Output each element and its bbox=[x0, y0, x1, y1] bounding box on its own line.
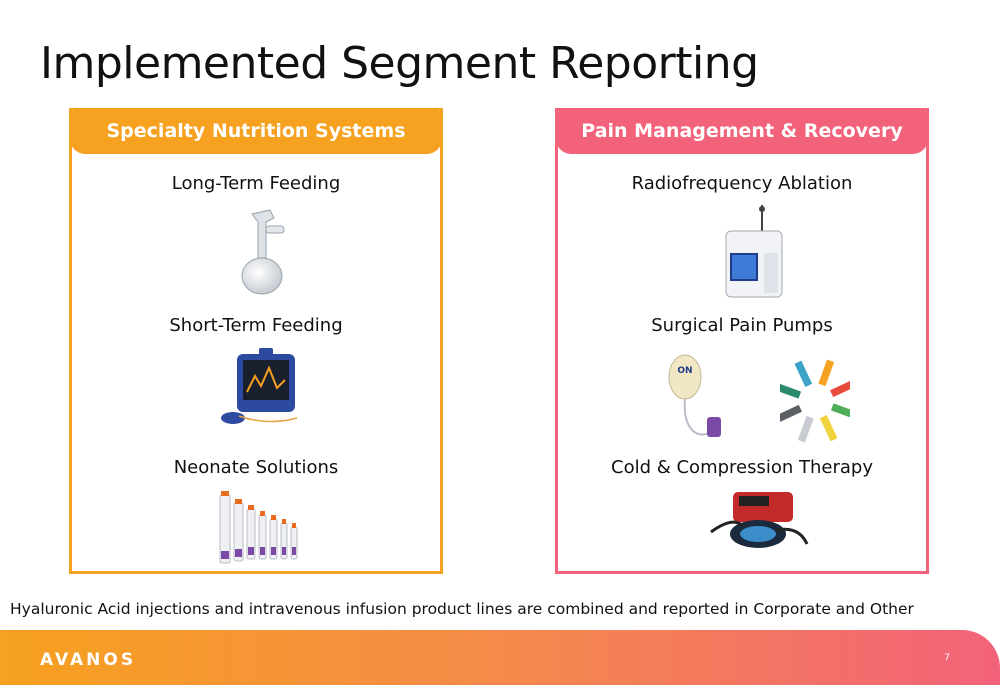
segment-panel-nutrition: Specialty Nutrition Systems Long-Term Fe… bbox=[69, 108, 443, 574]
svg-text:ON: ON bbox=[677, 366, 692, 376]
page-number: 7 bbox=[944, 653, 950, 663]
item-long-term-feeding: Long-Term Feeding bbox=[171, 173, 341, 194]
item-neonate-solutions: Neonate Solutions bbox=[173, 457, 339, 478]
item-cold-compression-therapy: Cold & Compression Therapy bbox=[611, 457, 873, 478]
page-title: Implemented Segment Reporting bbox=[40, 38, 759, 89]
item-short-term-feeding: Short-Term Feeding bbox=[169, 315, 343, 336]
wraps-icon bbox=[780, 358, 850, 444]
item-surgical-pain-pumps: Surgical Pain Pumps bbox=[651, 315, 833, 336]
company-logo: AVANOS bbox=[40, 650, 137, 670]
syringes-icon bbox=[219, 491, 298, 564]
segment-title-nutrition: Specialty Nutrition Systems bbox=[69, 108, 443, 154]
segment-title-pain: Pain Management & Recovery bbox=[555, 108, 929, 154]
item-radiofrequency-ablation: Radiofrequency Ablation bbox=[631, 173, 853, 194]
monitor-device-icon bbox=[221, 348, 298, 424]
footnote: Hyaluronic Acid injections and intraveno… bbox=[10, 600, 914, 618]
segment-panel-pain: Pain Management & Recovery Radiofrequenc… bbox=[555, 108, 929, 574]
pain-pump-icon: ON bbox=[668, 354, 721, 437]
feeding-tube-icon bbox=[241, 209, 285, 295]
rf-generator-icon bbox=[725, 205, 783, 298]
compression-unit-icon bbox=[710, 492, 809, 548]
footer-bar: AVANOS 7 bbox=[0, 630, 1000, 685]
